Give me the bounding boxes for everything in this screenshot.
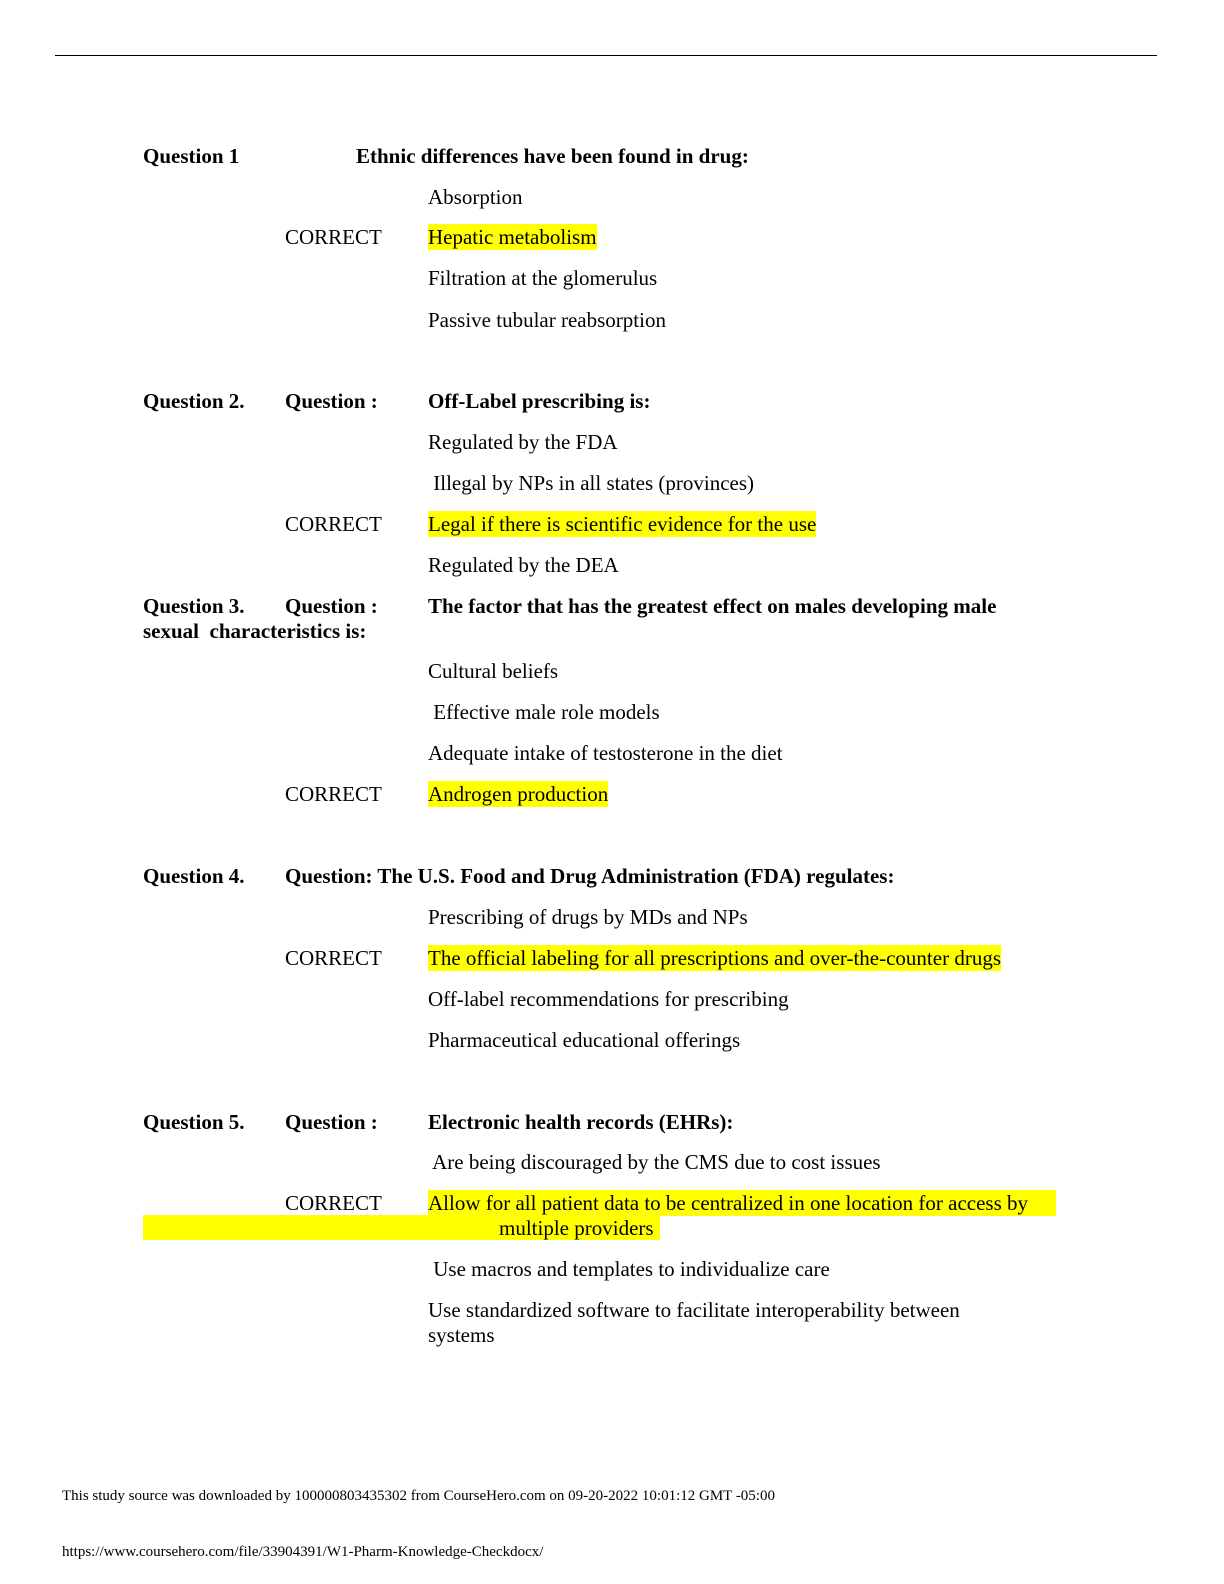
question-2-option-c-correct: Legal if there is scientific evidence fo… [428, 511, 817, 537]
question-4-option-a: Prescribing of drugs by MDs and NPs [428, 905, 748, 929]
question-5-option-a: Are being discouraged by the CMS due to … [428, 1150, 881, 1174]
question-4-option-c: Off-label recommendations for prescribin… [428, 987, 789, 1011]
question-5-option-c: Use macros and templates to individualiz… [428, 1257, 830, 1281]
question-2-stem: Off-Label prescribing is: [428, 389, 651, 413]
question-2-option-a: Regulated by the FDA [428, 430, 618, 454]
question-5-correct-highlight-continuation [143, 1215, 660, 1240]
question-3-option-d-correct: Androgen production [428, 781, 609, 807]
question-3-number: Question 3. [143, 594, 245, 618]
question-1-correct-label: CORRECT [285, 225, 382, 249]
download-notice: This study source was downloaded by 1000… [62, 1488, 775, 1504]
question-2-option-b: Illegal by NPs in all states (provinces) [428, 471, 755, 495]
question-1-option-a: Absorption [428, 185, 523, 209]
question-3-option-a: Cultural beliefs [428, 659, 559, 683]
question-5-number: Question 5. [143, 1110, 245, 1134]
question-4-option-b-correct: The official labeling for all prescripti… [428, 945, 1001, 971]
question-2-option-d: Regulated by the DEA [428, 553, 619, 577]
question-5-stem: Electronic health records (EHRs): [428, 1110, 734, 1134]
question-5-correct-highlight [428, 1190, 1056, 1216]
question-5-option-b-continuation: multiple providers [499, 1216, 654, 1240]
question-1-option-b-correct: Hepatic metabolism [428, 224, 597, 250]
question-4-stem: Question: The U.S. Food and Drug Adminis… [285, 864, 895, 888]
question-1-option-d: Passive tubular reabsorption [428, 308, 666, 332]
question-4-correct-label: CORRECT [285, 946, 382, 970]
question-4-number: Question 4. [143, 864, 245, 888]
question-5-option-b-correct: Allow for all patient data to be central… [428, 1191, 1029, 1215]
question-2-correct-label: CORRECT [285, 512, 382, 536]
question-3-stem: The factor that has the greatest effect … [428, 594, 997, 618]
question-2-prefix: Question : [285, 389, 378, 413]
question-3-correct-label: CORRECT [285, 782, 382, 806]
question-4-option-d: Pharmaceutical educational offerings [428, 1028, 741, 1052]
question-5-correct-label: CORRECT [285, 1191, 382, 1215]
question-1-stem: Ethnic differences have been found in dr… [356, 144, 749, 168]
question-5-option-d-continuation: systems [428, 1323, 495, 1347]
question-1-number: Question 1 [143, 144, 240, 168]
source-url-link[interactable]: https://www.coursehero.com/file/33904391… [62, 1544, 544, 1560]
question-3-stem-continuation: sexual characteristics is: [143, 619, 367, 643]
header-rule [55, 55, 1157, 56]
question-3-option-c: Adequate intake of testosterone in the d… [428, 741, 783, 765]
question-3-prefix: Question : [285, 594, 378, 618]
question-5-prefix: Question : [285, 1110, 378, 1134]
question-5-option-d: Use standardized software to facilitate … [428, 1298, 960, 1322]
question-2-number: Question 2. [143, 389, 245, 413]
question-1-option-c: Filtration at the glomerulus [428, 266, 658, 290]
question-3-option-b: Effective male role models [428, 700, 660, 724]
